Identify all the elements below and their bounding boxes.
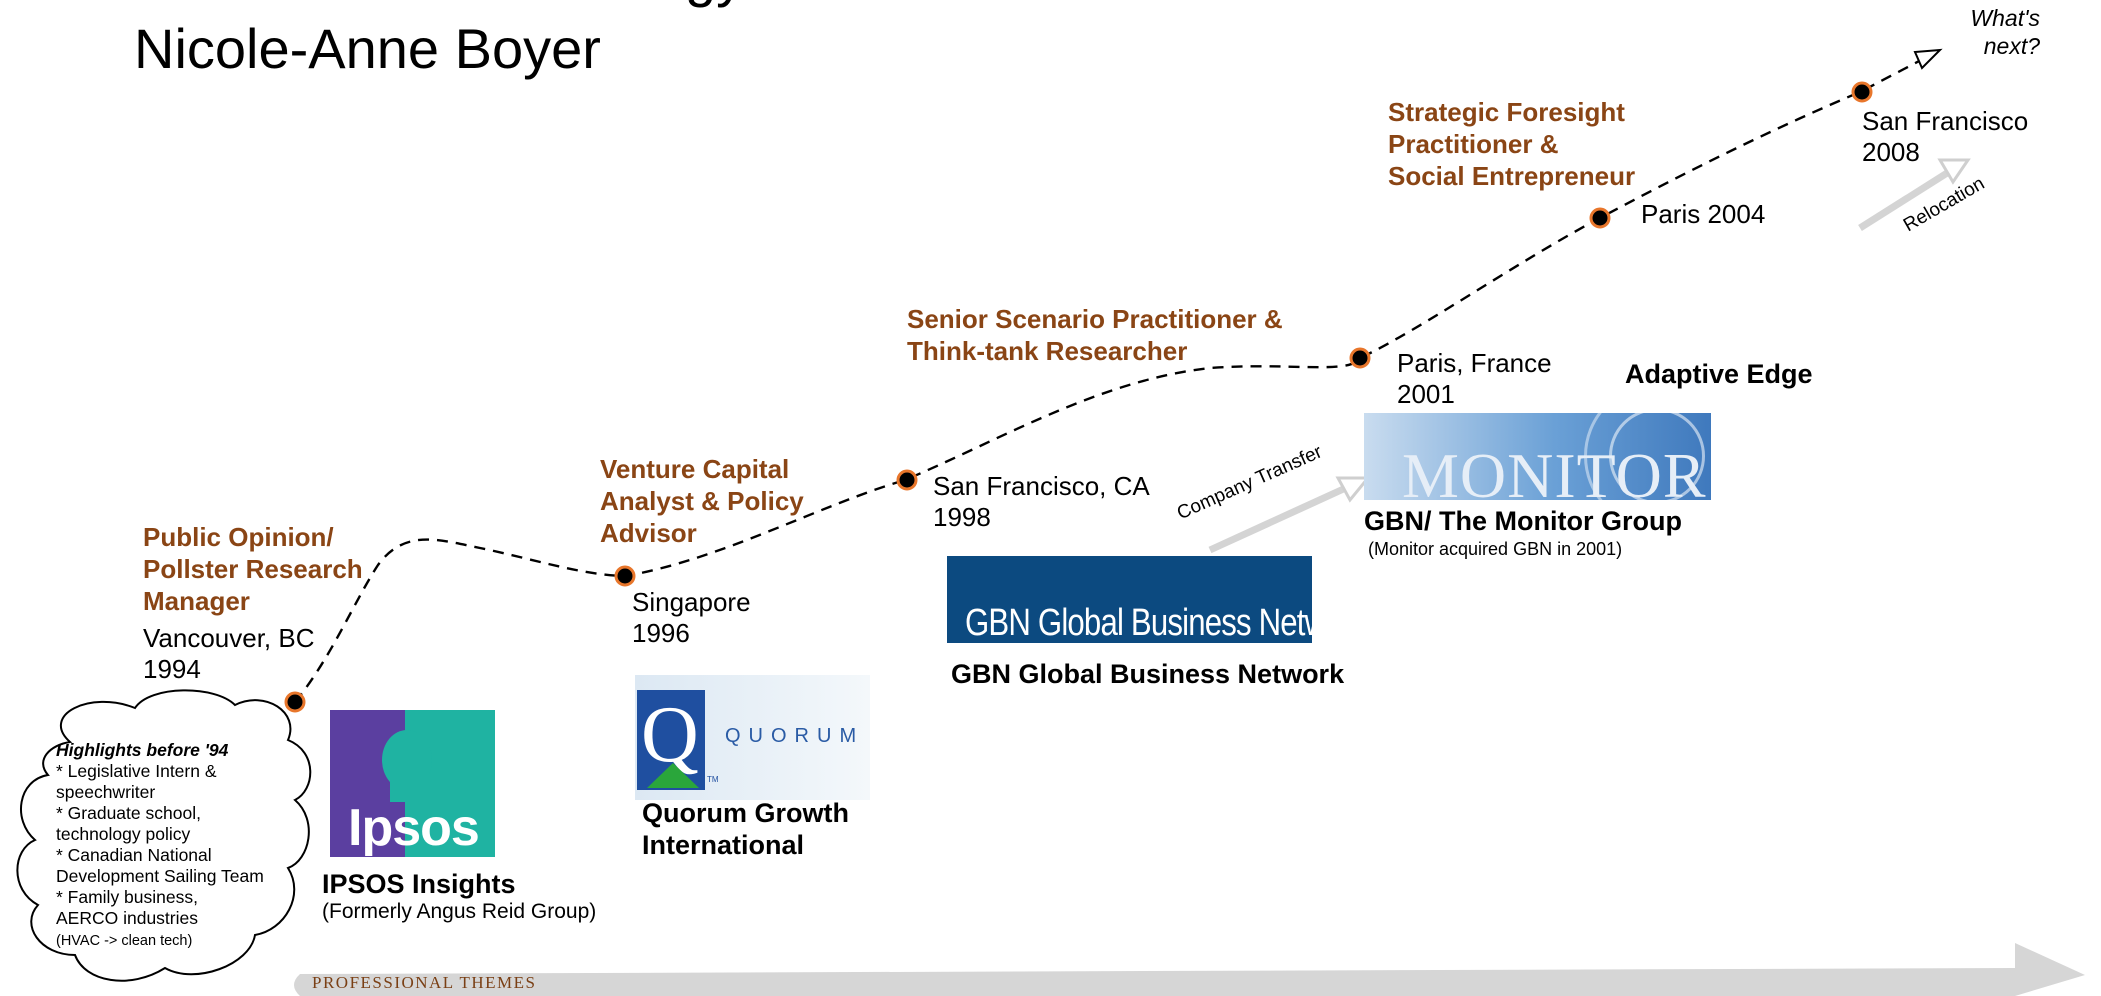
org-monitor: GBN/ The Monitor Group bbox=[1364, 506, 1682, 536]
whats-next-arrowhead bbox=[1913, 48, 1943, 70]
company-transfer-arrowhead bbox=[1335, 476, 1372, 503]
org-ipsos: IPSOS Insights bbox=[322, 869, 516, 899]
page-subtitle: Nicole-Anne Boyer bbox=[134, 17, 601, 80]
highlights-item: * Legislative Intern & bbox=[56, 761, 217, 781]
role-venture-capital: Venture Capital Analyst & Policy Advisor bbox=[600, 454, 804, 548]
role-strategic-foresight: Strategic Foresight Practitioner & Socia… bbox=[1388, 97, 1636, 191]
whats-next-label: What's next? bbox=[1970, 5, 2040, 59]
location-paris-2004: Paris 2004 bbox=[1641, 199, 1766, 229]
page-title: Professional Chronology bbox=[134, 0, 1034, 20]
org-quorum: Quorum Growth International bbox=[642, 798, 849, 860]
themes-bar bbox=[294, 943, 2085, 996]
ipsos-logo-text: Ipsos bbox=[348, 799, 480, 857]
professional-themes-label: PROFESSIONAL THEMES bbox=[312, 973, 537, 992]
highlights-item: technology policy bbox=[56, 824, 191, 844]
highlights-title: Highlights before '94 bbox=[56, 740, 229, 760]
location-paris-2001: Paris, France 2001 bbox=[1397, 348, 1552, 409]
page-title-text: Professional Chronology bbox=[134, 0, 744, 9]
quorum-logo-tm: TM bbox=[707, 775, 719, 784]
highlights-item: speechwriter bbox=[56, 782, 156, 802]
location-san-francisco-1998: San Francisco, CA 1998 bbox=[933, 471, 1150, 532]
monitor-logo-text: MONITOR bbox=[1402, 440, 1707, 500]
highlights-item: Development Sailing Team bbox=[56, 866, 264, 886]
quorum-logo: Q TM QUORUM bbox=[635, 675, 870, 800]
highlights-item: * Graduate school, bbox=[56, 803, 201, 823]
location-singapore: Singapore 1996 bbox=[632, 587, 751, 648]
org-ipsos-note: (Formerly Angus Reid Group) bbox=[322, 900, 597, 923]
highlights-item: * Family business, bbox=[56, 887, 198, 907]
highlights-footnote: (HVAC -> clean tech) bbox=[56, 933, 193, 949]
role-scenario-practitioner: Senior Scenario Practitioner & Think-tan… bbox=[907, 304, 1283, 366]
relocation-arrow bbox=[1858, 165, 1957, 231]
ipsos-logo: Ipsos bbox=[330, 710, 495, 857]
milestone-dot bbox=[284, 81, 1873, 713]
quorum-logo-text: QUORUM bbox=[725, 725, 865, 747]
gbn-logo-text: GBN Global Business Network bbox=[965, 602, 1312, 643]
monitor-logo: MONITOR bbox=[1364, 413, 1711, 500]
gbn-logo: GBN Global Business Network bbox=[947, 556, 1312, 643]
org-gbn: GBN Global Business Network bbox=[951, 659, 1345, 689]
role-pollster: Public Opinion/ Pollster Research Manage… bbox=[143, 522, 363, 616]
location-san-francisco-2008: San Francisco 2008 bbox=[1862, 106, 2029, 167]
org-adaptive-edge: Adaptive Edge bbox=[1625, 359, 1813, 389]
highlights-item: AERCO industries bbox=[56, 908, 198, 928]
career-path-line bbox=[294, 56, 1926, 703]
company-transfer-arrow bbox=[1208, 482, 1352, 554]
location-vancouver: Vancouver, BC 1994 bbox=[143, 623, 315, 684]
highlights-box: Highlights before '94 * Legislative Inte… bbox=[56, 740, 296, 952]
highlights-cloud bbox=[16, 689, 312, 982]
highlights-item: * Canadian National bbox=[56, 845, 212, 865]
org-monitor-note: (Monitor acquired GBN in 2001) bbox=[1368, 539, 1623, 559]
relocation-arrowhead bbox=[1937, 158, 1971, 185]
